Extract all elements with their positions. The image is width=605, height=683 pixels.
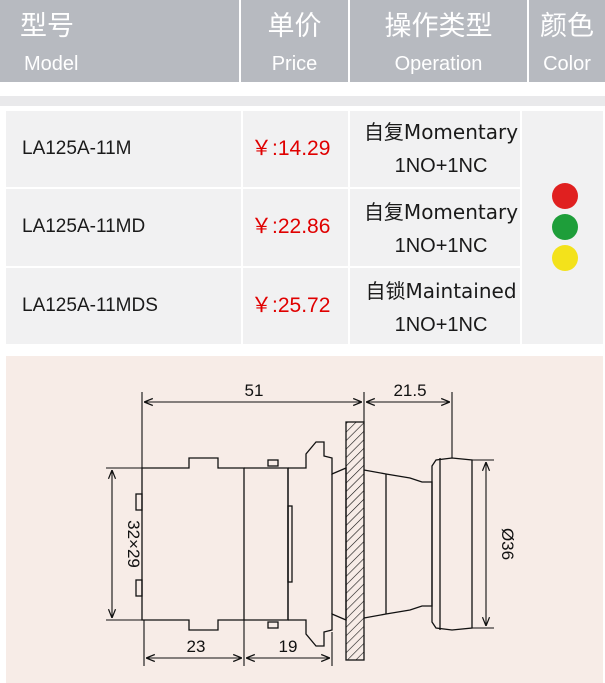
header-color: 颜色 Color — [529, 0, 605, 82]
row-1-price: ￥:14.29 — [251, 137, 331, 160]
button-head — [363, 457, 473, 631]
header-price-zh: 单价 — [267, 11, 322, 42]
header-separator — [239, 0, 241, 82]
product-table: LA125A-11M ￥:14.29 自复Momentary 1NO+1NC L… — [6, 111, 603, 344]
color-options — [526, 111, 603, 344]
table-header: 型号 Model 单价 Price 操作类型 Operation 颜色 Colo… — [0, 0, 605, 82]
dim-cap-diameter: Ø36 — [498, 528, 517, 560]
header-price: 单价 Price — [241, 0, 348, 82]
row-3-operation: 自锁Maintained 1NO+1NC — [356, 278, 526, 338]
row-2-contacts: 1NO+1NC — [394, 235, 488, 257]
row-1-model: LA125A-11M — [22, 138, 132, 159]
yellow-color-dot — [552, 245, 578, 271]
header-model-zh: 型号 — [20, 11, 74, 42]
row-3-operation-type: 自锁Maintained — [365, 279, 517, 303]
row-2-price: ￥:22.86 — [251, 215, 331, 238]
dim-mid-length: 19 — [279, 637, 298, 656]
header-separator — [527, 0, 529, 82]
dimension-lines — [112, 402, 486, 658]
column-divider — [348, 111, 350, 344]
dim-body-height: 32×29 — [124, 520, 143, 568]
mounting-panel — [345, 421, 365, 661]
row-2-model: LA125A-11MD — [22, 216, 146, 237]
row-1-operation-type: 自复Momentary — [363, 120, 519, 144]
header-operation-en: Operation — [394, 53, 483, 75]
header-model-en: Model — [24, 53, 79, 75]
column-divider — [241, 111, 243, 344]
extension-lines — [106, 392, 494, 666]
header-separator — [348, 0, 350, 82]
row-3-contacts: 1NO+1NC — [394, 314, 488, 336]
dim-total-length: 51 — [245, 381, 264, 400]
row-divider — [6, 266, 520, 268]
row-3-model: LA125A-11MDS — [22, 295, 158, 316]
header-color-en: Color — [543, 53, 591, 75]
row-divider — [6, 187, 520, 189]
row-2-operation: 自复Momentary 1NO+1NC — [356, 199, 526, 259]
drawing-svg: 51 21.5 23 19 32×29 Ø36 — [106, 381, 517, 666]
button-outline — [135, 441, 347, 647]
divider-band — [0, 96, 605, 106]
header-operation-zh: 操作类型 — [384, 11, 493, 42]
row-1-operation: 自复Momentary 1NO+1NC — [356, 119, 526, 179]
header-operation: 操作类型 Operation — [350, 0, 527, 82]
header-price-en: Price — [271, 53, 318, 75]
column-divider — [520, 111, 522, 344]
row-1-contacts: 1NO+1NC — [394, 155, 488, 177]
dim-head-length: 21.5 — [393, 381, 426, 400]
red-color-dot — [552, 183, 578, 209]
header-color-zh: 颜色 — [540, 11, 594, 42]
dimension-drawing: 51 21.5 23 19 32×29 Ø36 — [6, 356, 603, 683]
row-3-price: ￥:25.72 — [251, 294, 331, 317]
header-model: 型号 Model — [0, 0, 120, 82]
row-2-operation-type: 自复Momentary — [363, 200, 519, 224]
dim-base-length: 23 — [187, 637, 206, 656]
green-color-dot — [552, 214, 578, 240]
